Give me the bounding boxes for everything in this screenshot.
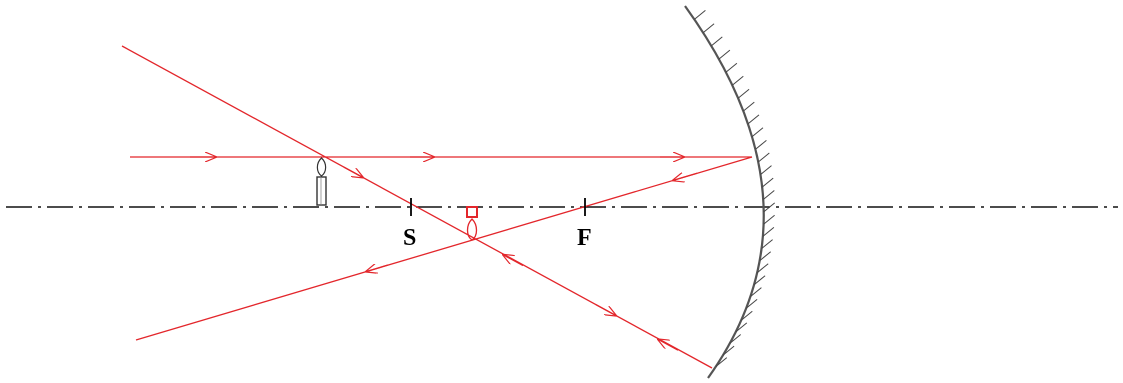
mirror-hatch-line [761,239,773,249]
candle-icon [316,157,327,206]
candle-flame [316,157,327,177]
mirror-hatch-line [762,190,775,200]
mirror-hatch-line [710,36,723,47]
mirror-hatch-line [760,165,772,175]
mirror-hatch-line [731,75,744,86]
mirror-hatch-line [694,10,706,20]
concave-mirror [684,5,776,379]
image-flame [466,218,478,241]
mirror-hatch-line [751,127,764,138]
mirror-hatch-line [763,202,776,213]
mirror-hatch-line [761,177,774,188]
mirror-hatch-line [702,23,715,34]
ray-arrows [190,157,698,351]
mirror-hatch-line [762,227,775,237]
arrow-return-1 [503,255,524,267]
focus-label: F [577,225,592,251]
inverted-candle-image [466,206,478,241]
mirror-hatch-line [715,357,728,367]
mirror-hatch-line [742,101,755,112]
mirror-hatch-line [735,322,748,333]
arrow-diagonal-1 [343,166,363,177]
arrow-reflected-1 [673,173,698,180]
arrow-diagonal-2 [595,304,616,316]
mirror-hatch-line [755,140,767,150]
vertex-label: S [403,225,416,251]
mirror-surface [684,5,765,379]
mirror-hatching [694,10,776,367]
mirror-hatch-line [747,114,760,125]
mirror-hatch-line [756,263,769,274]
mirror-hatch-line [740,310,753,321]
mirror-hatch-line [757,152,770,163]
mirror-hatch-line [745,299,758,309]
arrow-reflected-2 [366,265,389,272]
mirror-hatch-line [759,251,772,262]
mirror-hatch-line [729,334,742,344]
ray-reflected-through-focus [135,156,753,341]
mirror-hatch-line [750,287,762,297]
candle-body [316,176,327,206]
mirror-hatch-line [737,88,750,99]
mirror-hatch-line [753,275,766,286]
mirror-hatch-line [722,345,735,356]
mirror-hatch-line [763,214,775,225]
mirror-hatch-line [718,49,731,60]
image-body [466,206,478,218]
mirror-hatch-line [725,62,738,73]
arrow-return-2 [658,339,679,351]
